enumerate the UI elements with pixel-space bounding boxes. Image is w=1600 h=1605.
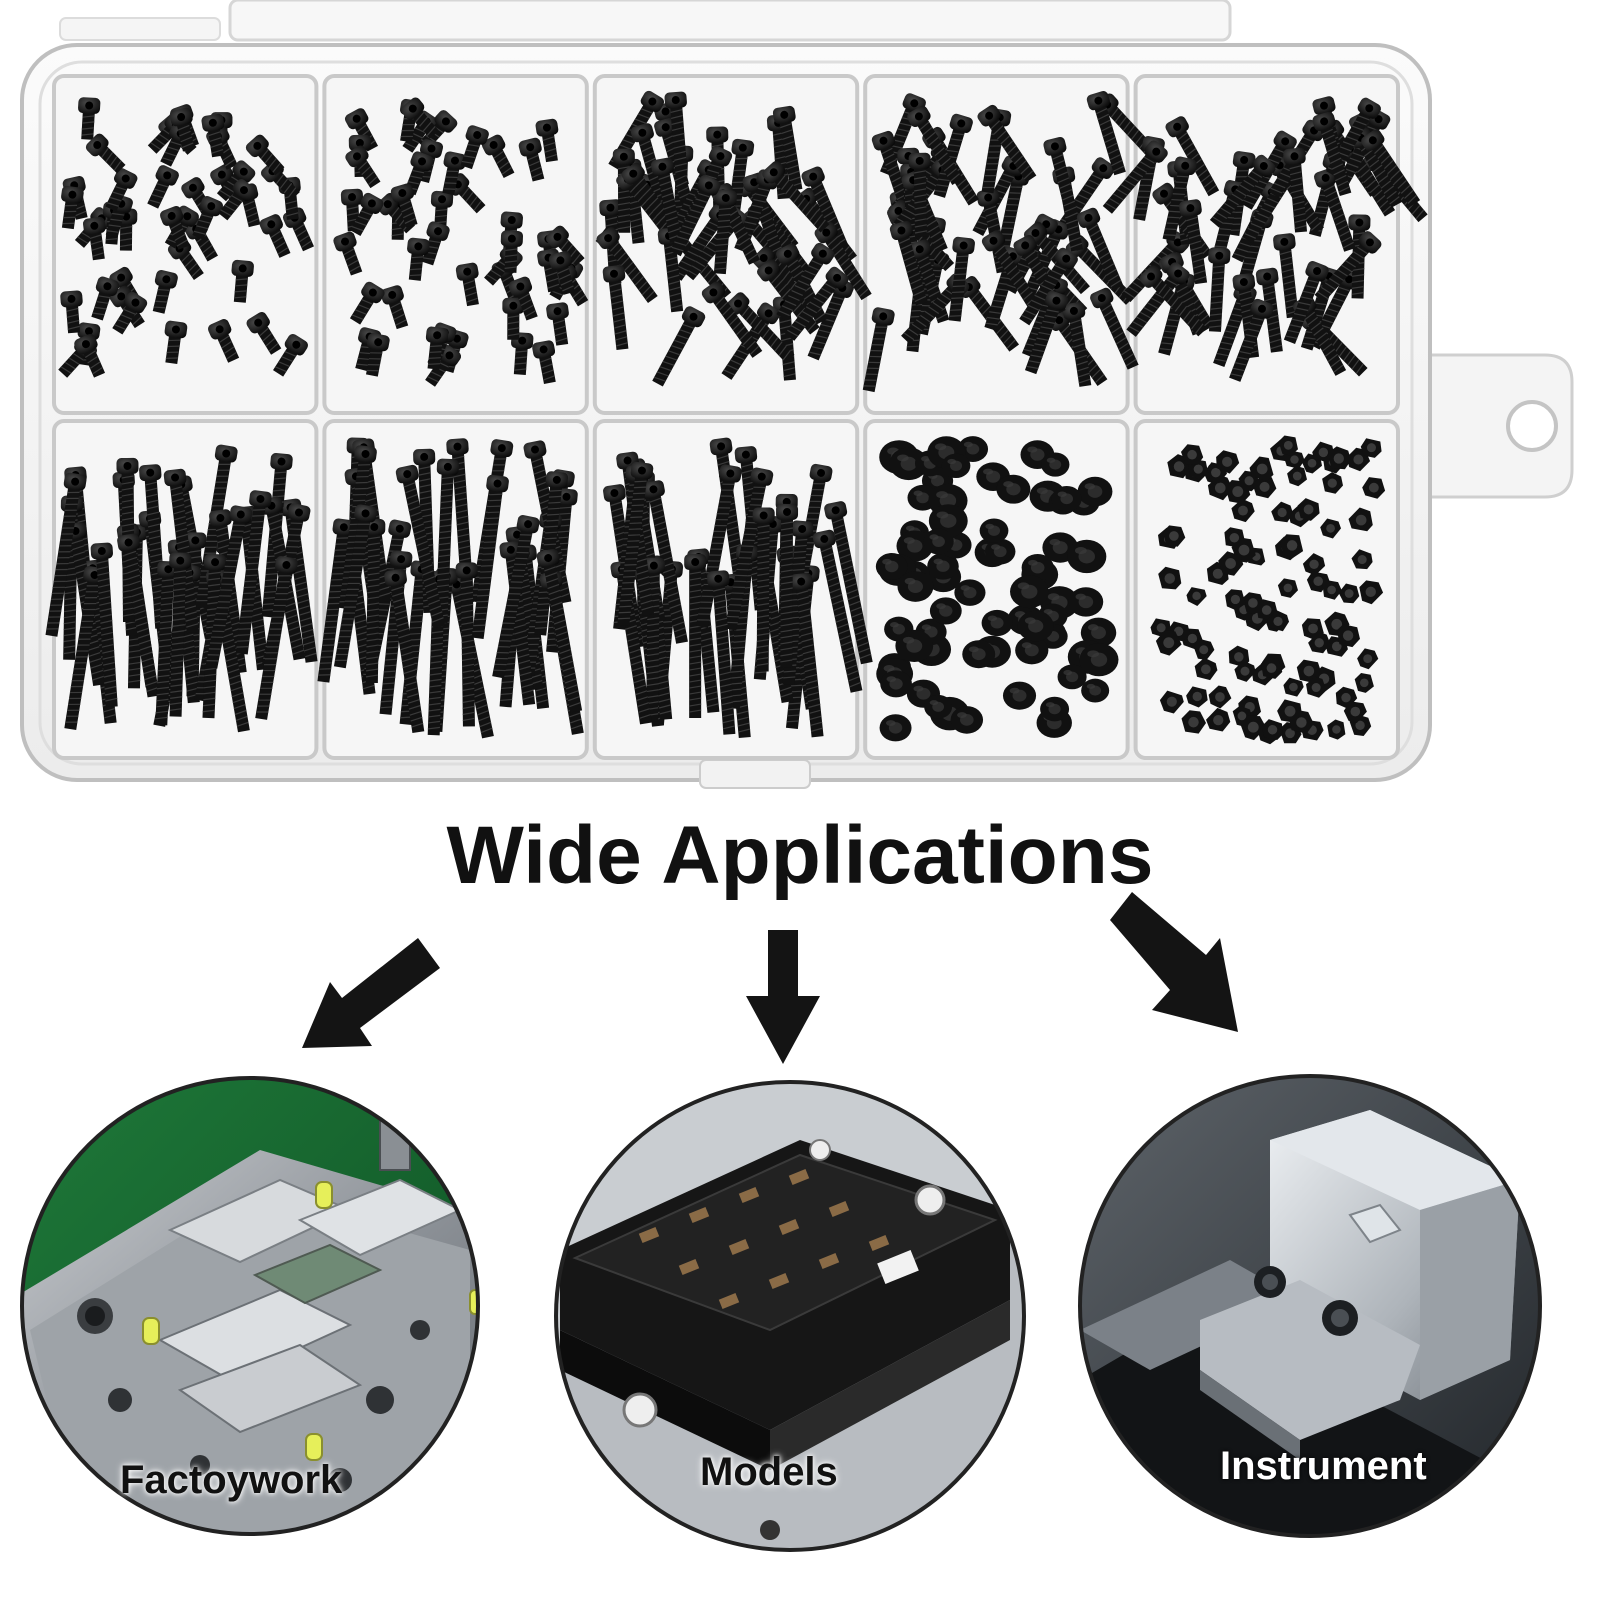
washer xyxy=(1081,679,1109,703)
organizer-box xyxy=(22,0,1572,788)
chip-fixture-photo xyxy=(540,1070,1040,1570)
washer xyxy=(1067,540,1106,573)
washer xyxy=(1069,587,1104,616)
washer xyxy=(1041,452,1069,476)
headline: Wide Applications xyxy=(0,815,1600,897)
washer xyxy=(951,706,983,734)
washer xyxy=(1003,682,1036,710)
washer xyxy=(982,610,1013,636)
arrows xyxy=(302,892,1238,1064)
washer xyxy=(962,640,995,668)
washer xyxy=(980,518,1009,542)
washer xyxy=(895,630,933,662)
washer xyxy=(1079,643,1118,676)
washer xyxy=(1010,575,1049,608)
washer xyxy=(942,454,971,478)
washer xyxy=(1058,665,1087,690)
arrow-down-icon xyxy=(746,930,820,1064)
washer xyxy=(1018,611,1054,642)
arrow-left-icon xyxy=(302,938,440,1048)
washer xyxy=(1052,486,1082,512)
washer xyxy=(985,539,1016,565)
washer xyxy=(930,597,962,624)
washer xyxy=(880,714,912,741)
application-label-models: Models xyxy=(700,1452,838,1492)
arrow-right-icon xyxy=(1110,892,1238,1032)
washer xyxy=(996,475,1030,504)
washer xyxy=(923,529,953,555)
application-label-factoywork: Factoywork xyxy=(120,1460,342,1500)
washer xyxy=(1078,477,1113,507)
washer xyxy=(924,695,952,719)
washer xyxy=(897,571,933,602)
washer xyxy=(954,579,985,605)
washer xyxy=(1040,697,1069,722)
application-label-instrument: Instrument xyxy=(1220,1446,1427,1486)
